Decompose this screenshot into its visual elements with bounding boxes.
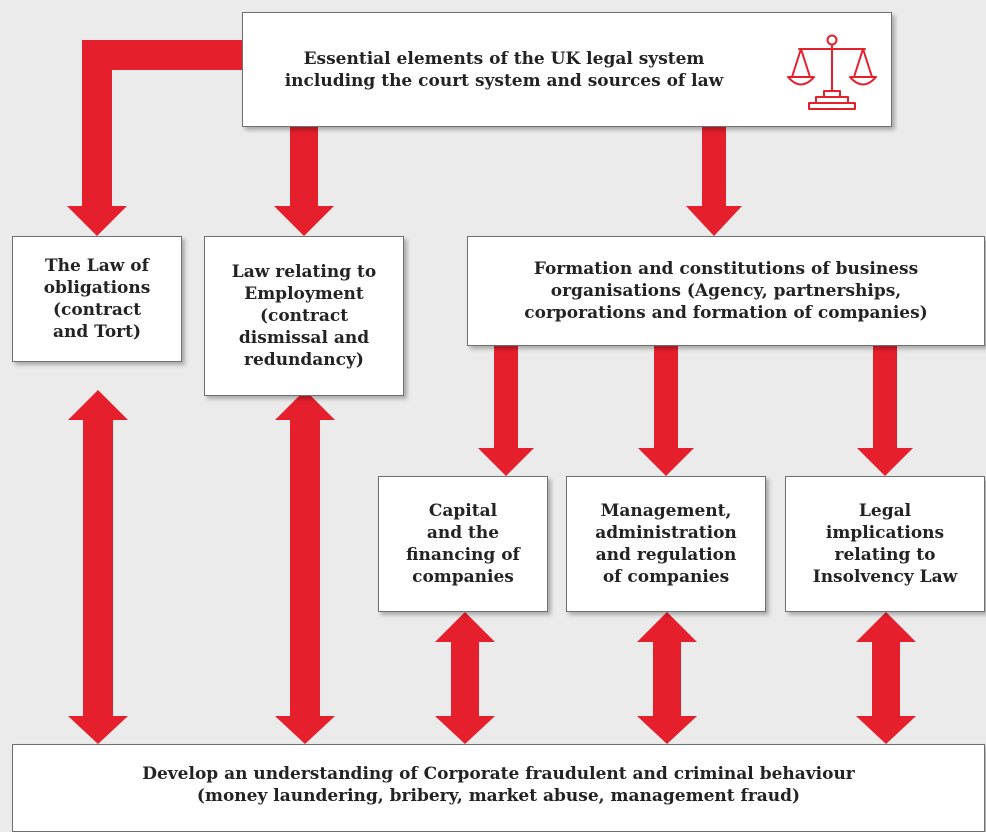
business-formation-box: Formation and constitutions of business … (467, 236, 985, 346)
arrow-formation-to-management (638, 346, 694, 476)
insolvency-law-label: Legal implications relating to Insolvenc… (812, 501, 958, 587)
employment-law-box: Law relating to Employment (contract dis… (204, 236, 404, 396)
law-of-obligations-label: The Law of obligations (contract and Tor… (43, 256, 151, 342)
double-arrow-capital-bottom (435, 612, 495, 744)
scales-of-justice-icon (787, 34, 877, 110)
capital-financing-label: Capital and the financing of companies (406, 501, 520, 587)
arrow-top-to-formation (686, 127, 742, 236)
insolvency-law-box: Legal implications relating to Insolvenc… (785, 476, 985, 612)
double-arrow-legal-bottom (856, 612, 916, 744)
double-arrow-obligations-bottom (68, 390, 128, 744)
arrow-formation-to-capital (478, 346, 534, 476)
double-arrow-employment-bottom (275, 390, 335, 744)
capital-financing-box: Capital and the financing of companies (378, 476, 548, 612)
corporate-fraud-box: Develop an understanding of Corporate fr… (12, 744, 985, 832)
legal-system-label: Essential elements of the UK legal syste… (284, 48, 724, 91)
employment-law-label: Law relating to Employment (contract dis… (231, 262, 377, 370)
double-arrow-management-bottom (637, 612, 697, 744)
management-regulation-box: Management, administration and regulatio… (566, 476, 766, 612)
legal-system-box: Essential elements of the UK legal syste… (242, 12, 892, 127)
corporate-fraud-label: Develop an understanding of Corporate fr… (142, 764, 855, 806)
business-formation-label: Formation and constitutions of business … (524, 259, 928, 323)
arrow-formation-to-legal (857, 346, 913, 476)
management-regulation-label: Management, administration and regulatio… (595, 501, 737, 587)
arrow-top-to-employment (274, 127, 334, 236)
arrow-top-to-obligations (67, 40, 242, 236)
law-of-obligations-box: The Law of obligations (contract and Tor… (12, 236, 182, 362)
